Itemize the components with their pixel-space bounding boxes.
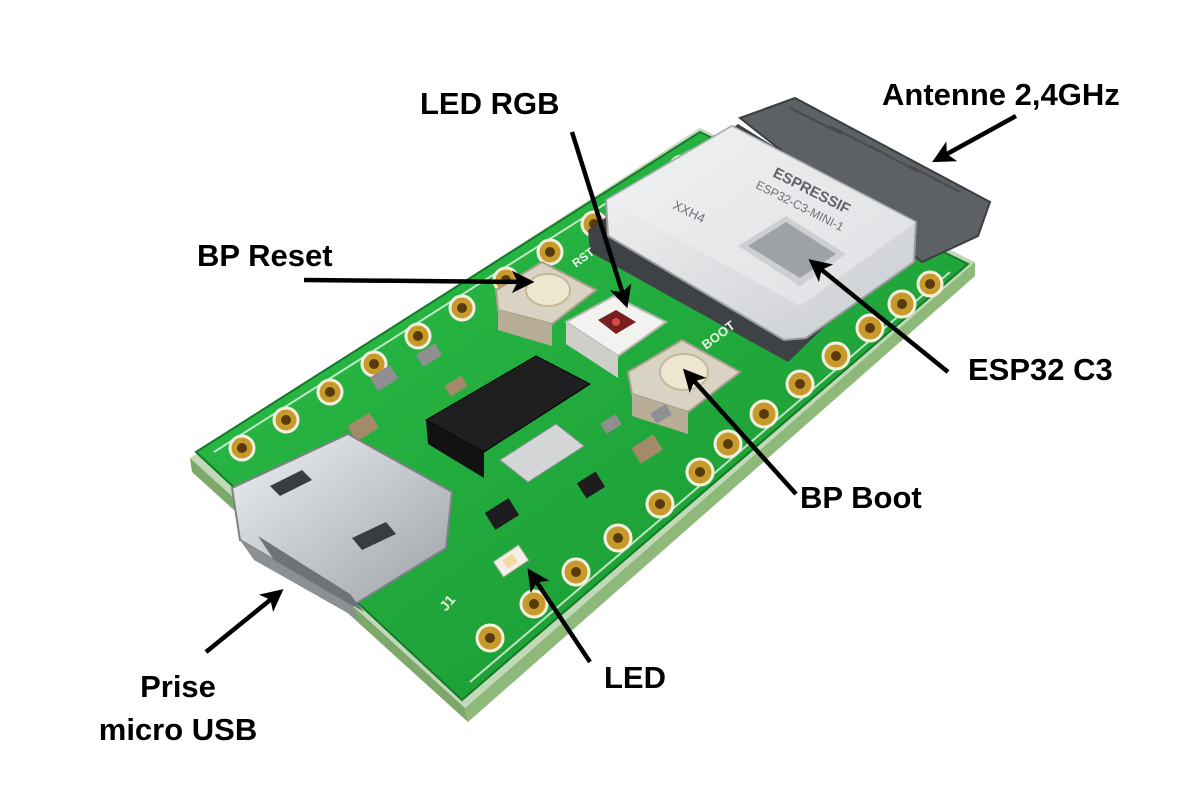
label-usb-line2: micro USB — [98, 712, 258, 747]
pcb-side-right — [465, 262, 975, 722]
status-led — [492, 544, 530, 578]
antenna-trace — [789, 107, 961, 193]
smd-components — [347, 343, 672, 530]
label-esp32: ESP32 C3 — [968, 352, 1113, 387]
arrow-led — [527, 568, 592, 664]
label-led-rgb: LED RGB — [420, 86, 560, 121]
label-bp-boot: BP Boot — [800, 480, 922, 515]
micro-usb-connector — [230, 432, 454, 620]
arrow-antenna — [932, 114, 1018, 163]
voltage-regulator — [424, 355, 591, 483]
label-led: LED — [604, 660, 666, 695]
arrow-led-rgb — [569, 131, 632, 309]
label-usb-line1: Prise — [140, 669, 216, 704]
rgb-led — [564, 294, 668, 378]
label-bp-reset: BP Reset — [197, 238, 333, 273]
arrow-bp-boot — [682, 368, 798, 496]
header-pads-bottom — [475, 270, 944, 653]
esp32-shield-top — [606, 126, 916, 306]
arrow-usb — [204, 589, 284, 654]
arrow-esp32 — [808, 259, 950, 374]
label-antenna: Antenne 2,4GHz — [882, 77, 1120, 112]
arrow-bp-reset — [303, 270, 535, 294]
callout-arrows — [204, 114, 1018, 664]
